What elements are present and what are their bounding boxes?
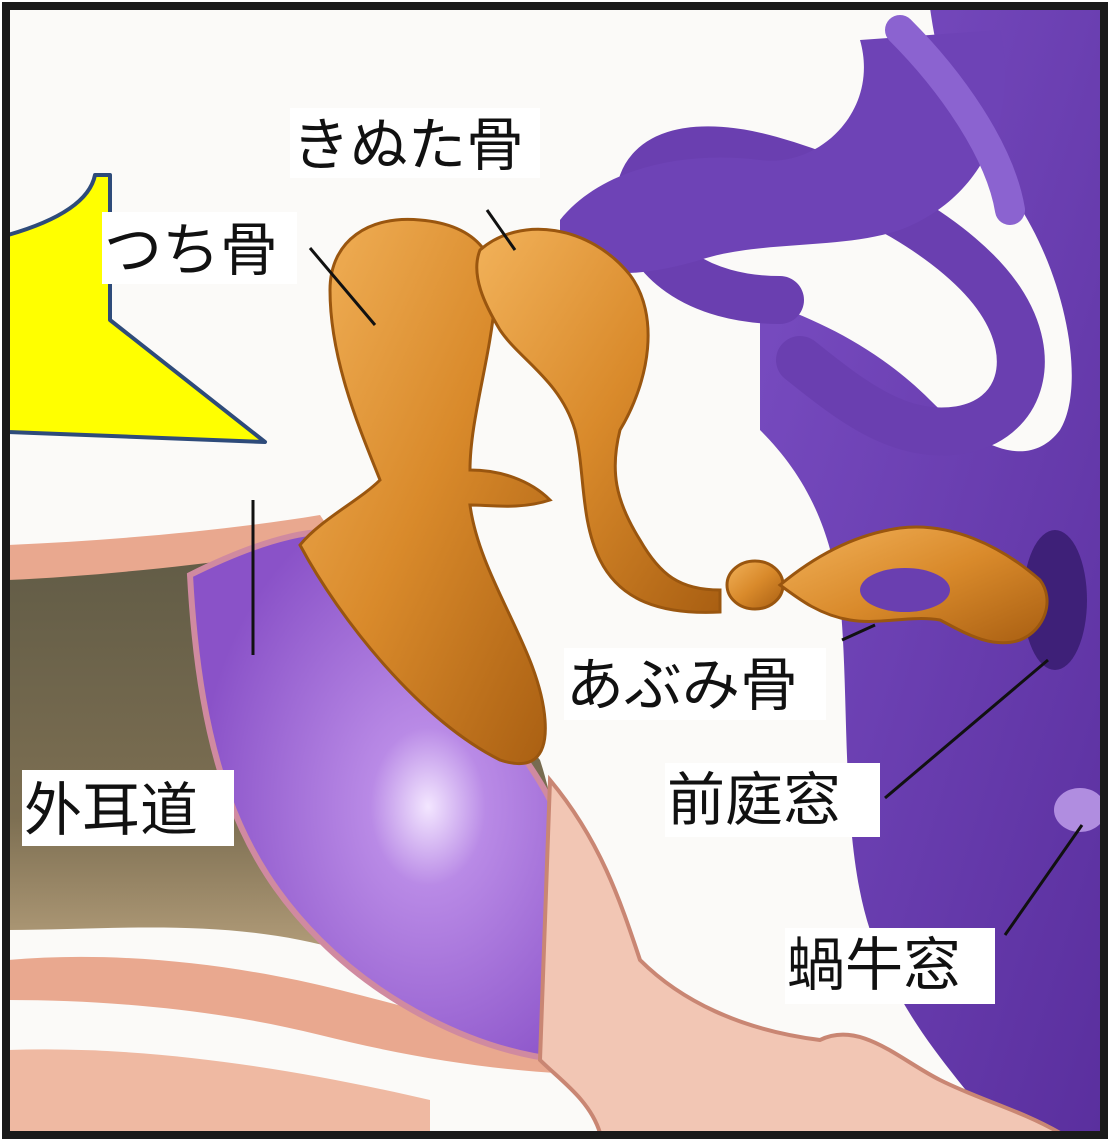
stapes-head bbox=[727, 561, 783, 609]
label-oval-window: 前庭窓 bbox=[667, 766, 841, 834]
label-incus: きぬた骨 bbox=[292, 111, 524, 179]
stapes-opening bbox=[860, 568, 950, 612]
label-round-window: 蝸牛窓 bbox=[787, 931, 961, 999]
label-stapes: あぶみ骨 bbox=[566, 651, 798, 719]
label-malleus: つち骨 bbox=[104, 216, 278, 284]
label-ear-canal: 外耳道 bbox=[24, 776, 198, 844]
